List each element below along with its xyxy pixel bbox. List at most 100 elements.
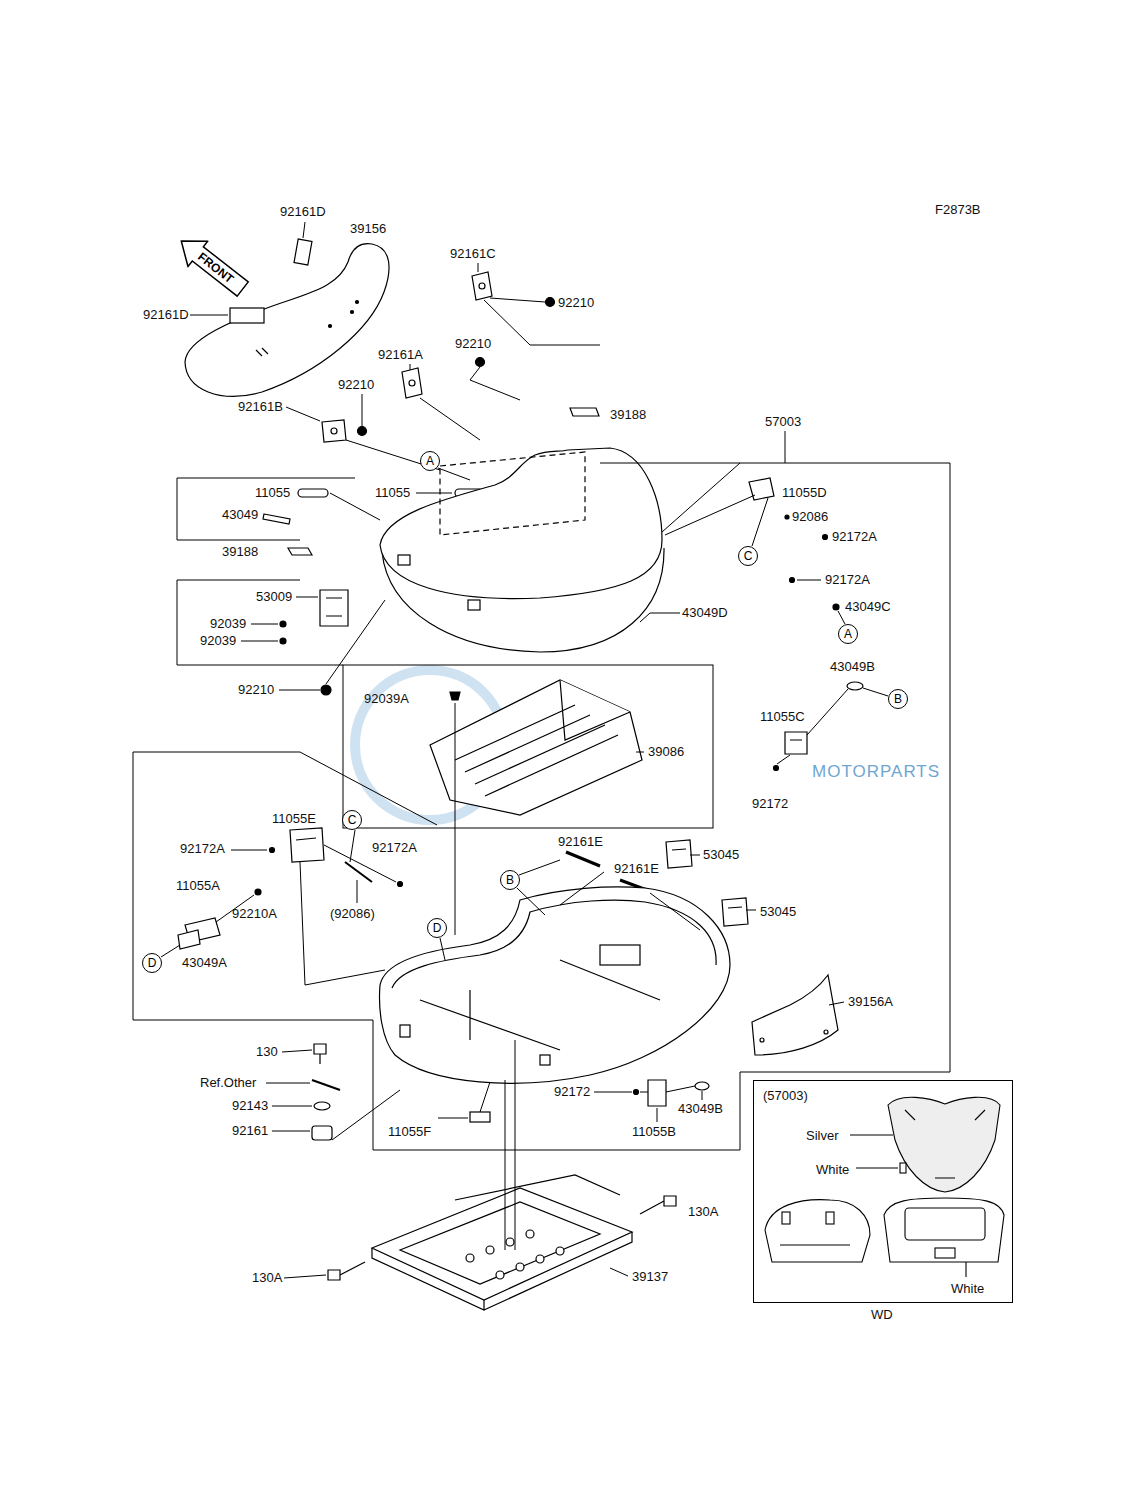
reference-circle: A <box>838 624 858 644</box>
illustration-part <box>785 431 786 463</box>
illustration-part <box>546 298 555 307</box>
callout-number: 53045 <box>703 848 739 862</box>
callout-number: 92161D <box>143 308 189 322</box>
illustration-part <box>850 1134 893 1135</box>
direction-label: FRONT <box>170 227 254 303</box>
illustration-part <box>288 548 312 555</box>
callout-number: 92161C <box>450 247 496 261</box>
illustration-part <box>496 1271 504 1279</box>
illustration-part <box>357 880 358 903</box>
illustration-part <box>231 850 267 851</box>
illustration-part <box>314 1102 330 1110</box>
illustration-part <box>402 368 422 398</box>
callout-number: 92161B <box>238 400 283 414</box>
reference-letter: D <box>148 957 157 969</box>
illustration-part <box>241 641 278 642</box>
illustration-part <box>610 1268 628 1276</box>
inset-text: White <box>816 1163 849 1177</box>
callout-number: 92161A <box>378 348 423 362</box>
illustration-part <box>398 555 410 565</box>
callout-number: 53009 <box>256 590 292 604</box>
illustration-part <box>666 1086 695 1092</box>
illustration-part <box>455 703 456 935</box>
illustration-part <box>480 1082 490 1112</box>
illustration-part <box>398 882 403 887</box>
color-inset-panel: (57003)SilverWhiteWhiteWD <box>753 1080 1013 1303</box>
illustration-part <box>702 1091 703 1100</box>
callout-number: 39086 <box>648 745 684 759</box>
callout-number: 11055 <box>255 486 290 500</box>
callout-number: 92161E <box>614 862 659 876</box>
illustration-part <box>965 1262 966 1277</box>
illustration-part <box>640 1092 648 1093</box>
illustration-part <box>133 463 950 1150</box>
illustration-part <box>790 578 795 583</box>
illustration-part <box>321 685 331 695</box>
callout-number: 43049D <box>682 606 728 620</box>
illustration-part <box>190 315 228 316</box>
callout-number: 92210 <box>238 683 274 697</box>
illustration-part <box>636 752 644 753</box>
reference-letter: C <box>348 814 357 826</box>
inset-views <box>765 1097 1004 1277</box>
illustration-part <box>440 938 445 960</box>
illustration-part <box>824 1030 828 1034</box>
illustration-part <box>296 597 318 598</box>
callout-number: 92210 <box>338 378 374 392</box>
illustration-part <box>570 408 599 416</box>
callout-number: 57003 <box>765 415 801 429</box>
illustration-part <box>490 298 545 302</box>
callout-number: 92172A <box>825 573 870 587</box>
reference-circle: D <box>142 953 162 973</box>
illustration-part <box>749 478 774 500</box>
callout-number: 130 <box>256 1045 278 1059</box>
illustration-part <box>478 263 479 272</box>
illustration-part <box>255 889 261 895</box>
illustration-part <box>286 407 320 421</box>
illustration-part <box>780 1244 850 1245</box>
callout-number: 11055E <box>272 812 316 826</box>
illustration-part <box>438 1118 468 1119</box>
inset-text: Silver <box>806 1129 839 1143</box>
illustration-part <box>505 1040 515 1250</box>
illustration-part <box>312 1126 332 1140</box>
illustration-part <box>516 1263 524 1271</box>
illustration-part <box>380 887 730 1083</box>
callout-number: 92143 <box>232 1099 268 1113</box>
illustration-part <box>722 898 748 926</box>
illustration-part <box>178 930 200 949</box>
illustration-part <box>752 498 768 546</box>
reference-letter: C <box>744 550 753 562</box>
illustration-part <box>438 468 470 480</box>
illustration-part <box>320 590 348 626</box>
callout-number: 11055D <box>782 486 827 500</box>
reference-circle: C <box>738 546 758 566</box>
illustration-part <box>777 755 790 764</box>
illustration-part <box>833 604 839 610</box>
callout-number: 11055B <box>632 1125 676 1139</box>
illustration-part <box>648 1080 666 1106</box>
illustration-part <box>298 489 328 497</box>
illustration-part <box>177 478 355 540</box>
reference-letter: D <box>433 922 442 934</box>
callout-number: 43049B <box>830 660 875 674</box>
illustration-part <box>430 680 642 815</box>
tray <box>430 680 642 815</box>
callout-number: 92172A <box>832 530 877 544</box>
carrier-rack <box>372 1175 632 1310</box>
illustration-part <box>760 1038 764 1042</box>
illustration-part <box>935 1248 955 1258</box>
illustration-part <box>272 1106 312 1107</box>
side-panel <box>752 975 838 1055</box>
illustration-part <box>256 348 268 356</box>
illustration-part <box>479 283 485 289</box>
illustration-part <box>695 1082 709 1090</box>
illustration-part <box>634 1090 639 1095</box>
illustration-part <box>536 1255 544 1263</box>
illustration-part <box>472 272 492 300</box>
illustration-part <box>303 222 305 238</box>
illustration-part <box>331 428 337 434</box>
callout-number: 39156 <box>350 222 386 236</box>
callout-number: 92210 <box>455 337 491 351</box>
illustration-part <box>560 872 700 930</box>
